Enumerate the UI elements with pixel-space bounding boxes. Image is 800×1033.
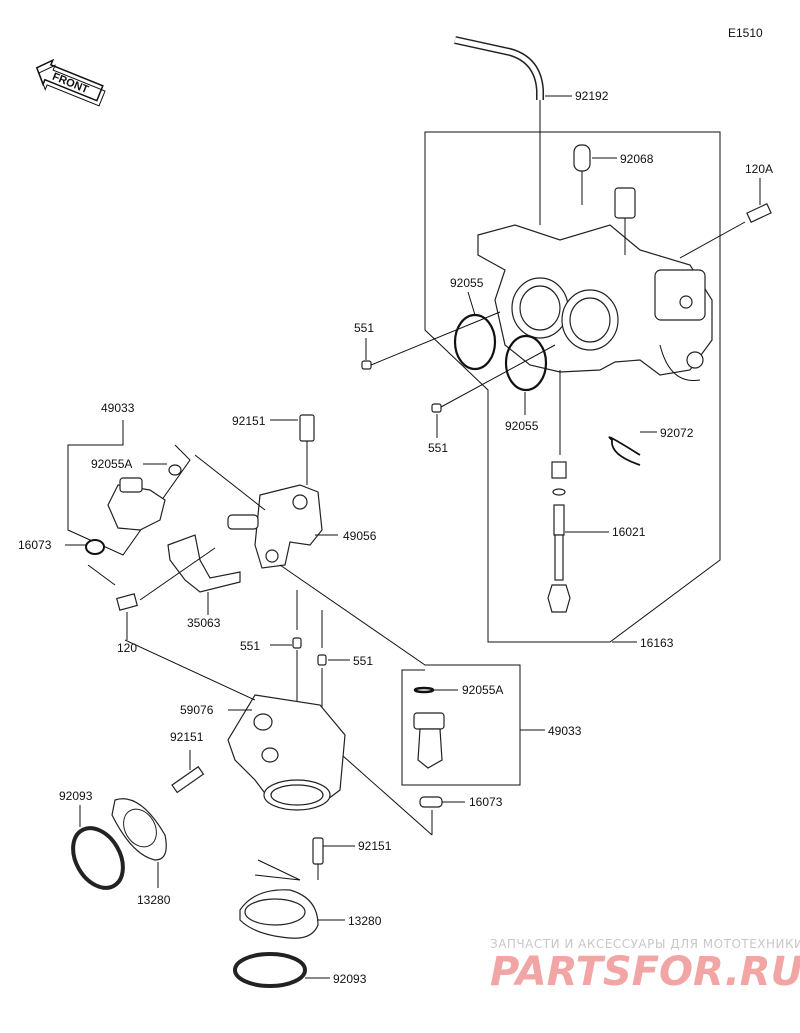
- callout-92072: 92072: [660, 426, 694, 440]
- gasket-92093-a: [71, 826, 125, 890]
- callout-551-c: 551: [240, 639, 260, 653]
- clamp-92072: [608, 436, 641, 466]
- callout-16163: 16163: [640, 636, 674, 650]
- intake-body-59076: [227, 694, 346, 811]
- callout-551-a: 551: [354, 321, 374, 335]
- cap-92068: [573, 144, 591, 172]
- callout-120A: 120A: [745, 162, 773, 176]
- callout-92055A-a: 92055A: [91, 457, 132, 471]
- injector-49033-b: [413, 686, 445, 769]
- callout-92151-b: 92151: [170, 730, 204, 744]
- callout-92093-a: 92093: [59, 789, 93, 803]
- callout-120: 120: [117, 641, 137, 655]
- callout-551-d: 551: [353, 654, 373, 668]
- front-arrow-icon: FRONT: [35, 58, 106, 107]
- throttle-body: [477, 187, 713, 382]
- callout-13280-b: 13280: [348, 914, 382, 928]
- gasket-92093-b: [233, 952, 307, 988]
- pin-551-b: [431, 403, 442, 413]
- pin-551-d: [317, 654, 327, 666]
- callout-35063: 35063: [187, 616, 221, 630]
- callout-16073-b: 16073: [469, 795, 503, 809]
- bolt-120: [116, 593, 138, 611]
- oring-92055-b: [504, 334, 548, 392]
- bolt-120A: [679, 203, 772, 259]
- pin-551-a: [361, 360, 372, 370]
- callout-92093-b: 92093: [333, 972, 367, 986]
- callout-92055-b: 92055: [505, 419, 539, 433]
- callout-13280-a: 13280: [137, 893, 171, 907]
- pin-551-c: [292, 637, 302, 649]
- oring-92055-a: [453, 313, 497, 371]
- callout-92068: 92068: [620, 152, 654, 166]
- callout-49033-b: 49033: [548, 724, 582, 738]
- callout-16021: 16021: [612, 525, 646, 539]
- callout-92055A-b: 92055A: [462, 683, 503, 697]
- callout-59076: 59076: [180, 703, 214, 717]
- fuel-rail-49056: [227, 414, 323, 569]
- bolt-92151-b: [171, 765, 205, 794]
- washer-16073-b: [419, 796, 443, 808]
- bolt-92151-c: [312, 837, 324, 865]
- callout-92151-c: 92151: [358, 839, 392, 853]
- washer-16073-a: [85, 539, 105, 555]
- callout-49033-a: 49033: [101, 401, 135, 415]
- watermark-logo: PARTSFOR.RU: [490, 949, 800, 995]
- callout-92192: 92192: [575, 89, 609, 103]
- callout-92151-a: 92151: [232, 414, 266, 428]
- callout-551-b: 551: [428, 441, 448, 455]
- callout-16073-a: 16073: [18, 538, 52, 552]
- callout-49056: 49056: [343, 529, 377, 543]
- callout-92055-a: 92055: [450, 276, 484, 290]
- injector-49033-a: [107, 464, 182, 531]
- diagram-code: E1510: [728, 26, 763, 40]
- bracket-35063: [167, 534, 241, 593]
- screw-16021: [547, 370, 571, 613]
- watermark-caption: ЗАПЧАСТИ И АКСЕССУАРЫ ДЛЯ МОТОТЕХНИКИ: [490, 937, 800, 951]
